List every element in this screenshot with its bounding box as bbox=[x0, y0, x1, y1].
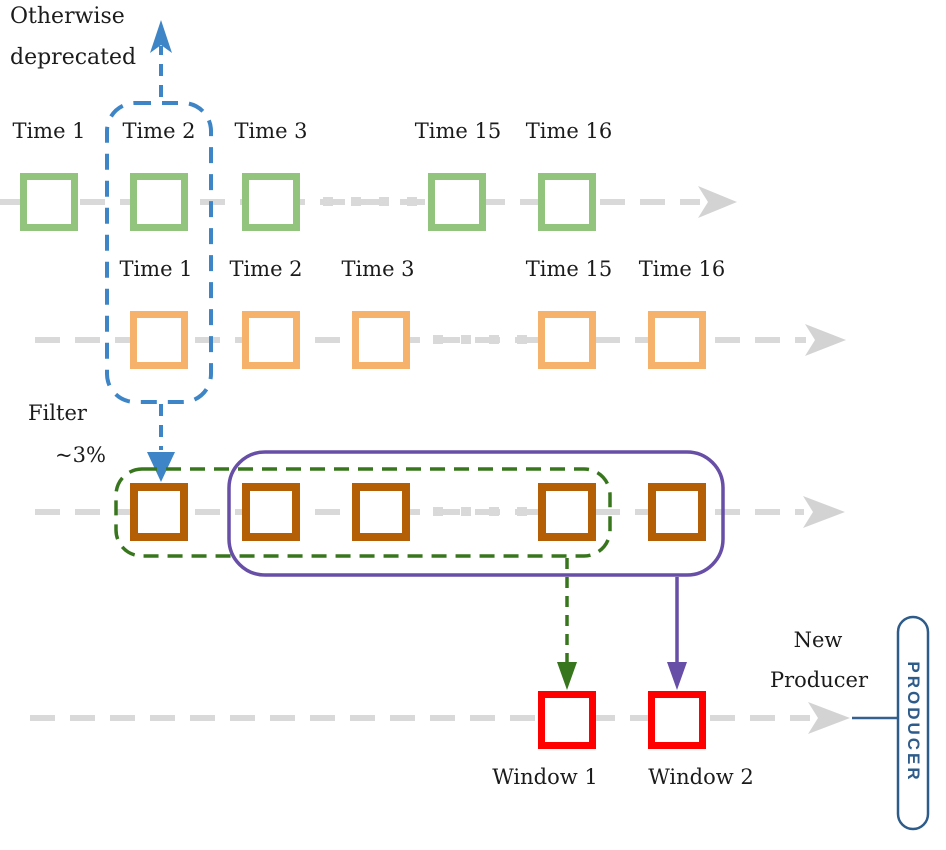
window1-label: Window 1 bbox=[492, 765, 598, 789]
orange-time-label: Time 1 bbox=[119, 257, 193, 281]
orange-time-box-15 bbox=[538, 311, 596, 369]
brown-filtered-box-5 bbox=[648, 483, 706, 541]
orange-time-label: Time 3 bbox=[341, 257, 415, 281]
ellipsis-dots bbox=[433, 335, 527, 344]
brown-filtered-box-4 bbox=[538, 483, 596, 541]
window2-group bbox=[227, 450, 725, 690]
red-window-box-2 bbox=[648, 691, 706, 749]
brown-filtered-box-3 bbox=[352, 483, 410, 541]
filter-note-line2: ~3% bbox=[55, 443, 106, 467]
deprecated-note-line2: deprecated bbox=[10, 45, 137, 70]
selection-rect-blue bbox=[105, 20, 213, 482]
green-time-label: Time 3 bbox=[234, 119, 308, 143]
orange-time-label: Time 15 bbox=[525, 257, 613, 281]
orange-time-box-1 bbox=[130, 311, 188, 369]
orange-time-label: Time 16 bbox=[638, 257, 726, 281]
red-window-box-1 bbox=[538, 691, 596, 749]
green-time-label: Time 15 bbox=[414, 119, 502, 143]
window1-arrow-icon bbox=[557, 662, 577, 690]
green-time-label: Time 1 bbox=[12, 119, 86, 143]
green-time-box-2 bbox=[130, 173, 188, 231]
window2-arrow-icon bbox=[667, 662, 687, 690]
timeline-arrow-icon bbox=[808, 702, 850, 734]
window1-group bbox=[114, 467, 612, 690]
new-producer-note-line1: New bbox=[793, 628, 843, 652]
ellipsis-dots bbox=[433, 507, 527, 516]
window2-label: Window 2 bbox=[648, 765, 754, 789]
orange-time-label: Time 2 bbox=[229, 257, 303, 281]
producer-capsule-label: PRODUCER bbox=[904, 661, 923, 783]
green-time-box-15 bbox=[428, 173, 486, 231]
filter-note-line1: Filter bbox=[28, 401, 87, 425]
timeline-arrow-icon bbox=[805, 324, 846, 356]
green-time-label: Time 16 bbox=[525, 119, 613, 143]
new-producer-note-line2: Producer bbox=[769, 668, 869, 692]
timeline-arrow-icon bbox=[803, 496, 845, 528]
deprecated-note-line1: Otherwise bbox=[10, 4, 125, 29]
filter-arrow-icon bbox=[147, 452, 175, 482]
orange-time-box-16 bbox=[648, 311, 706, 369]
green-time-box-3 bbox=[242, 173, 300, 231]
timeline-row4 bbox=[30, 702, 850, 734]
ellipsis-dots bbox=[323, 197, 417, 206]
brown-filtered-box-2 bbox=[242, 483, 300, 541]
orange-time-box-3 bbox=[352, 311, 410, 369]
timeline-row1 bbox=[0, 186, 737, 218]
green-time-label: Time 2 bbox=[122, 119, 196, 143]
brown-filtered-box-1 bbox=[130, 483, 188, 541]
timeline-arrow-icon bbox=[698, 186, 737, 218]
green-time-box-1 bbox=[20, 173, 78, 231]
deprecate-arrow-icon bbox=[150, 20, 172, 53]
producer-capsule bbox=[852, 615, 930, 831]
green-time-box-16 bbox=[538, 173, 596, 231]
orange-time-box-2 bbox=[242, 311, 300, 369]
